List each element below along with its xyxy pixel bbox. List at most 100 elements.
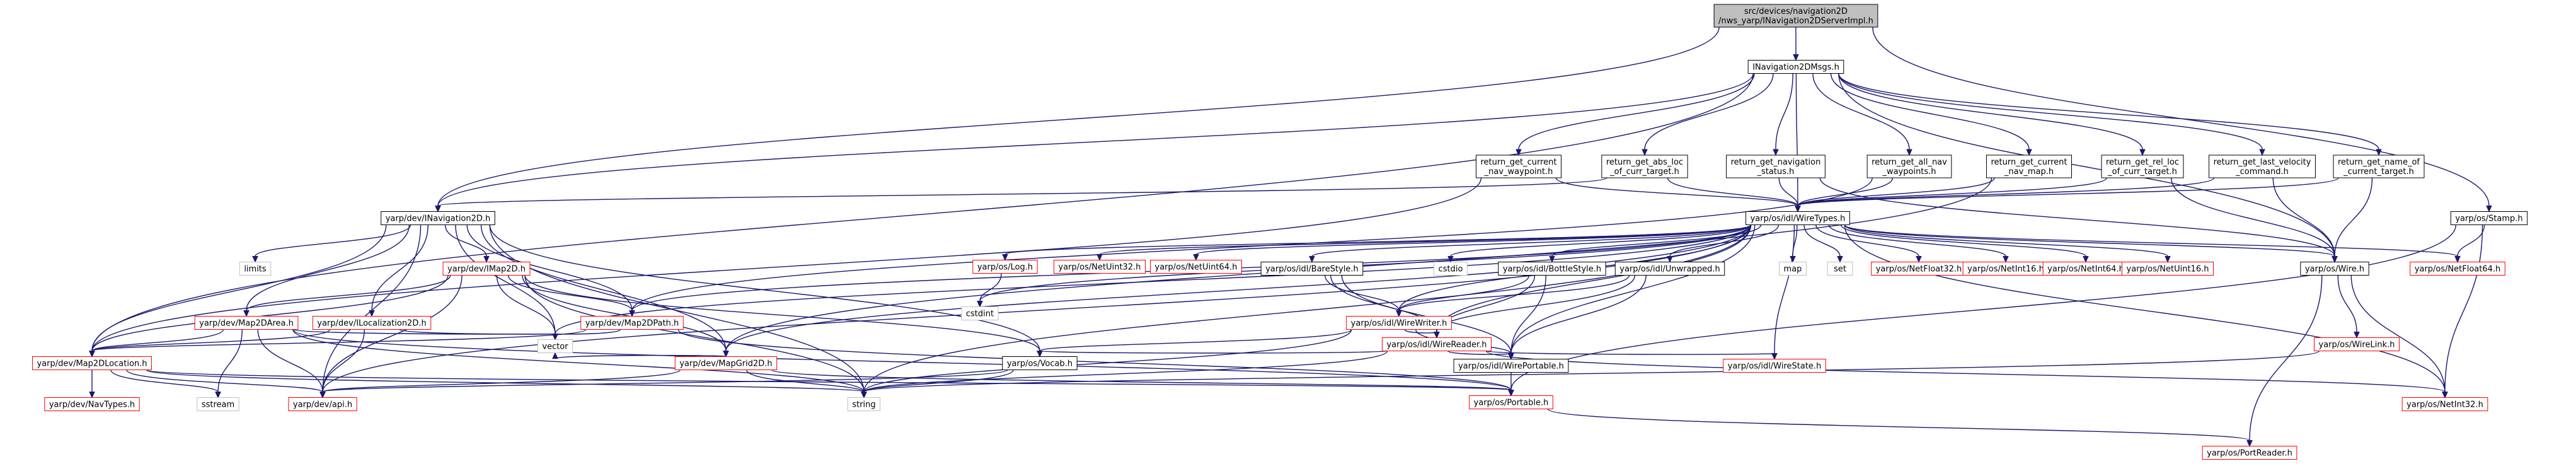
node-cstdio[interactable]: cstdio [1434, 262, 1468, 276]
node-box [44, 397, 140, 411]
node-stamp[interactable]: yarp/os/Stamp.h [2450, 211, 2528, 225]
node-label: yarp/os/Portable.h [1474, 399, 1549, 408]
node-imsgs[interactable]: INavigation2DMsgs.h [1747, 60, 1844, 74]
node-portreader[interactable]: yarp/os/PortReader.h [2202, 446, 2297, 460]
node-api[interactable]: yarp/dev/api.h [288, 397, 357, 411]
edge-cur_wp-to-wiretypes [1555, 177, 1801, 213]
node-box [961, 306, 999, 320]
node-netuint64[interactable]: yarp/os/NetUint64.h [1150, 260, 1242, 274]
node-map2dloc[interactable]: yarp/dev/Map2DLocation.h [32, 356, 152, 370]
node-name_target[interactable]: return_get_name_of_current_target.h [2333, 154, 2425, 178]
node-string[interactable]: string [847, 397, 881, 411]
node-box [1381, 337, 1492, 351]
node-netfloat64[interactable]: yarp/os/NetFloat64.h [2410, 262, 2505, 276]
edge-stamp-to-netint32 [2442, 224, 2483, 399]
node-inav2d[interactable]: yarp/dev/INavigation2D.h [381, 211, 495, 225]
edge-wire-to-netint32 [2350, 275, 2448, 399]
edge-imap2d-to-map2dpath [507, 275, 635, 317]
node-label: _of_curr_target.h [2107, 167, 2177, 177]
node-vocab[interactable]: yarp/os/Vocab.h [1002, 356, 1078, 370]
node-wirereader[interactable]: yarp/os/idl/WireReader.h [1381, 337, 1492, 351]
node-box [312, 316, 432, 330]
edge-wiretypes-to-netuint16 [1844, 224, 2171, 263]
node-cur_map[interactable]: return_get_current_nav_map.h [1986, 154, 2072, 178]
node-box [1346, 316, 1452, 330]
edge-wiretypes-to-set [1803, 224, 1843, 263]
node-wireportable[interactable]: yarp/os/idl/WirePortable.h [1453, 359, 1569, 373]
node-nav_status[interactable]: return_get_navigation_status.h [1726, 154, 1826, 178]
node-last_vel[interactable]: return_get_last_velocity_command.h [2209, 154, 2316, 178]
node-netint64[interactable]: yarp/os/NetInt64.h [2042, 262, 2129, 276]
node-box [288, 397, 357, 411]
node-bottlestyle[interactable]: yarp/os/idl/BottleStyle.h [1498, 262, 1606, 276]
node-map[interactable]: map [1779, 262, 1807, 276]
node-wirestate[interactable]: yarp/os/idl/WireState.h [1723, 359, 1826, 373]
node-box [580, 316, 684, 330]
node-box [537, 339, 573, 353]
node-box [1476, 154, 1561, 178]
node-rel_loc[interactable]: return_get_rel_loc_of_curr_target.h [2101, 154, 2184, 178]
node-label: yarp/dev/NavTypes.h [49, 400, 135, 410]
node-netint32[interactable]: yarp/os/NetInt32.h [2401, 397, 2488, 411]
node-box [2410, 262, 2505, 276]
node-log[interactable]: yarp/os/Log.h [972, 260, 1038, 274]
node-box [1726, 154, 1826, 178]
node-box [2450, 211, 2528, 225]
node-iloc2d[interactable]: yarp/dev/ILocalization2D.h [312, 316, 432, 330]
node-set[interactable]: set [1827, 262, 1853, 276]
node-netuint16[interactable]: yarp/os/NetUint16.h [2122, 262, 2214, 276]
edge-wiretypes-to-netfloat32 [1815, 224, 1922, 263]
edge-wirereader-to-wirestate [1485, 350, 1778, 360]
node-wiretypes[interactable]: yarp/os/idl/WireTypes.h [1745, 211, 1850, 225]
node-all_wp[interactable]: return_get_all_nav_waypoints.h [1866, 154, 1952, 178]
node-unwrapped[interactable]: yarp/os/idl/Unwrapped.h [1614, 262, 1725, 276]
node-box [194, 316, 299, 330]
node-label: yarp/os/idl/WireWriter.h [1351, 319, 1447, 329]
node-cur_wp[interactable]: return_get_current_nav_waypoint.h [1476, 154, 1561, 178]
node-netint16[interactable]: yarp/os/NetInt16.h [1962, 262, 2049, 276]
node-label: yarp/dev/IMap2D.h [447, 265, 526, 274]
node-imap2d[interactable]: yarp/dev/IMap2D.h [442, 262, 531, 276]
node-wirewriter[interactable]: yarp/os/idl/WireWriter.h [1346, 316, 1452, 330]
edge-wiretypes-to-wire [1844, 224, 2338, 263]
node-wirelink[interactable]: yarp/os/WireLink.h [2314, 337, 2400, 351]
node-label: return_get_current [1481, 158, 1557, 167]
node-label: yarp/os/PortReader.h [2207, 449, 2292, 458]
node-limits[interactable]: limits [239, 262, 272, 276]
node-vector[interactable]: vector [537, 339, 573, 353]
node-abs_loc[interactable]: return_get_abs_loc_of_curr_target.h [1601, 154, 1688, 178]
node-barestyle[interactable]: yarp/os/idl/BareStyle.h [1260, 262, 1364, 276]
edge-imap2d-to-map2darea [243, 275, 451, 317]
node-map2dpath[interactable]: yarp/dev/Map2DPath.h [580, 316, 684, 330]
node-mapgrid[interactable]: yarp/dev/MapGrid2D.h [674, 356, 778, 370]
node-netfloat32[interactable]: yarp/os/NetFloat32.h [1871, 262, 1967, 276]
node-label: src/devices/navigation2D [1744, 7, 1848, 16]
edge-inav2d-to-limits [252, 224, 411, 263]
edge-barestyle-to-wirewriter [1325, 275, 1402, 317]
edge-iloc2d-to-api [319, 329, 365, 399]
node-box [1002, 356, 1078, 370]
edge-mapgrid-to-vector [552, 352, 727, 359]
node-map2darea[interactable]: yarp/dev/Map2DArea.h [194, 316, 299, 330]
node-label: _status.h [1757, 167, 1795, 177]
edge-wirereader-to-netint32 [1485, 350, 2448, 399]
node-sstream[interactable]: sstream [197, 397, 239, 411]
edge-wiretypes-to-bottlestyle [1549, 224, 1762, 263]
node-portable[interactable]: yarp/os/Portable.h [1469, 395, 1553, 409]
node-label: yarp/os/idl/BareStyle.h [1265, 265, 1359, 274]
node-label: map [1784, 265, 1802, 274]
node-label: yarp/os/NetInt64.h [2047, 265, 2124, 274]
edge-wirereader-to-wireportable [1447, 350, 1514, 360]
node-box [1601, 154, 1688, 178]
edge-imsgs-to-map2dloc [89, 73, 1754, 358]
edge-stamp-to-netfloat64 [2454, 224, 2485, 263]
node-label: yarp/os/NetInt32.h [2406, 400, 2483, 410]
edge-map2dloc-to-api [126, 370, 326, 399]
node-netuint32[interactable]: yarp/os/NetUint32.h [1054, 260, 1146, 274]
node-box [197, 397, 239, 411]
node-navtypes[interactable]: yarp/dev/NavTypes.h [44, 397, 140, 411]
node-wire[interactable]: yarp/os/Wire.h [2300, 262, 2369, 276]
node-label: yarp/os/NetUint32.h [1059, 263, 1141, 272]
node-box [1745, 211, 1850, 225]
node-cstdint[interactable]: cstdint [961, 306, 999, 320]
